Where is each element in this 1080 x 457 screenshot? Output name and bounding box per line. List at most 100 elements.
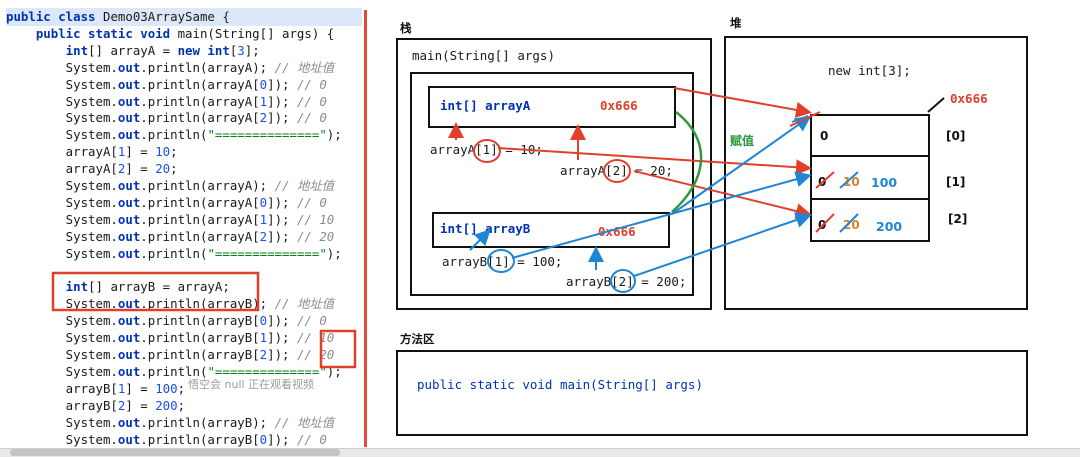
code-token: .println( bbox=[140, 245, 208, 261]
stack-area bbox=[396, 38, 712, 310]
code-token: out bbox=[117, 211, 141, 227]
code-token: 2 bbox=[259, 110, 268, 126]
code-highlight-box bbox=[319, 329, 357, 369]
scrollbar-thumb[interactable] bbox=[10, 449, 340, 456]
blue-strike bbox=[839, 213, 859, 233]
cell-2-value: 200 bbox=[876, 219, 903, 234]
code-token: 0 bbox=[259, 431, 268, 447]
code-token: 0 bbox=[259, 76, 268, 92]
code-token: ]); bbox=[267, 313, 297, 329]
panel-divider bbox=[364, 10, 367, 447]
code-token: out bbox=[117, 127, 141, 143]
code-token: [] arrayA = bbox=[88, 42, 178, 58]
code-token: out bbox=[117, 93, 141, 109]
red-arrow bbox=[673, 87, 812, 118]
code-line: System.out.println(arrayA[0]); // 0 bbox=[6, 76, 327, 94]
blue-strike bbox=[791, 115, 809, 123]
stmt-arrayA-2: arrayA[2] = 20; bbox=[560, 163, 673, 178]
cell-divider bbox=[810, 155, 930, 157]
code-token: public class bbox=[6, 9, 103, 24]
code-token: 1 bbox=[117, 380, 126, 396]
code-token: System. bbox=[6, 59, 118, 75]
code-line: int[] arrayB = arrayA; bbox=[6, 278, 230, 296]
code-token: // 10 bbox=[296, 211, 335, 227]
blue-arrow bbox=[633, 212, 812, 277]
code-line: arrayA[2] = 20; bbox=[6, 160, 178, 178]
code-token: .println(arrayA[ bbox=[140, 211, 260, 227]
viewer-watermark: 悟空会 null 正在观看视频 bbox=[188, 378, 315, 391]
code-token: 2 bbox=[259, 347, 268, 362]
code-token: out bbox=[117, 76, 141, 92]
code-token: // 地址值 bbox=[274, 296, 335, 312]
code-line: System.out.println(arrayA); // 地址值 bbox=[6, 177, 334, 195]
code-token: 1 bbox=[117, 144, 126, 160]
code-token: 100 bbox=[155, 380, 178, 396]
code-token: ] = bbox=[125, 397, 156, 413]
code-token: // 0 bbox=[296, 110, 327, 126]
red-circle bbox=[603, 159, 631, 183]
code-highlight-box bbox=[51, 271, 260, 312]
code-token: "==============" bbox=[207, 363, 327, 379]
code-token: System. bbox=[6, 211, 118, 227]
code-line: System.out.println("=============="); bbox=[6, 363, 342, 381]
code-line: System.out.println(arrayA[1]); // 0 bbox=[6, 93, 327, 111]
code-token: System. bbox=[6, 347, 118, 362]
red-strike bbox=[815, 213, 835, 233]
code-token: .println(arrayA[ bbox=[140, 194, 260, 210]
heap-area bbox=[724, 36, 1028, 310]
code-token: System. bbox=[6, 93, 118, 109]
red-arrow bbox=[497, 147, 812, 176]
code-token: .println(arrayB); bbox=[140, 414, 275, 430]
cell-divider bbox=[810, 198, 930, 200]
code-line: System.out.println(arrayA[2]); // 0 bbox=[6, 109, 327, 127]
code-token: arrayA[ bbox=[6, 161, 118, 177]
code-line: System.out.println(arrayA[0]); // 0 bbox=[6, 194, 327, 212]
code-line: arrayA[1] = 10; bbox=[6, 143, 178, 161]
code-token: new int bbox=[177, 42, 230, 58]
code-token: ]); bbox=[267, 194, 297, 210]
heap-label: 堆 bbox=[730, 16, 742, 30]
cell-0-value: 0 bbox=[820, 129, 829, 143]
arrayA-var-text: int[] arrayA bbox=[440, 98, 531, 113]
code-token: .println(arrayB[ bbox=[140, 431, 260, 447]
code-token: // 20 bbox=[296, 347, 335, 362]
code-token: // 0 bbox=[296, 194, 327, 210]
cell-1-old-value: 10 bbox=[843, 175, 860, 189]
code-token: out bbox=[117, 313, 141, 329]
code-token: .println(arrayA); bbox=[140, 178, 275, 193]
code-token: System. bbox=[6, 296, 118, 312]
code-token: ); bbox=[326, 245, 342, 261]
arrayB-var-text: int[] arrayB bbox=[440, 221, 531, 236]
code-token: out bbox=[117, 194, 141, 210]
code-token: out bbox=[117, 347, 141, 362]
arrayA-address: 0x666 bbox=[600, 98, 638, 113]
code-token: out bbox=[117, 330, 141, 346]
code-token: .println(arrayA[ bbox=[140, 76, 260, 92]
red-circle bbox=[473, 139, 501, 163]
code-token: ; bbox=[177, 397, 186, 413]
code-token: ]); bbox=[267, 228, 297, 244]
code-line: System.out.println(arrayB[0]); // 0 bbox=[6, 312, 327, 330]
code-token: 20 bbox=[155, 161, 171, 177]
code-token: ; bbox=[177, 380, 186, 396]
code-token: ]); bbox=[267, 330, 297, 346]
code-token: System. bbox=[6, 313, 118, 329]
code-line: arrayB[2] = 200; bbox=[6, 397, 185, 415]
code-line: arrayB[1] = 100; bbox=[6, 380, 185, 398]
code-editor[interactable]: public class Demo03ArraySame { public st… bbox=[0, 0, 365, 457]
code-token: .println(arrayB[ bbox=[140, 347, 260, 362]
blue-arrow bbox=[671, 115, 812, 215]
code-line: System.out.println(arrayB[0]); // 0 bbox=[6, 431, 327, 449]
code-token: // 地址值 bbox=[274, 59, 335, 75]
code-token: "==============" bbox=[207, 127, 327, 143]
code-token: ); bbox=[326, 127, 342, 143]
horizontal-scrollbar[interactable] bbox=[0, 448, 1080, 457]
arrayB-address: 0x666 bbox=[598, 224, 636, 239]
code-token: System. bbox=[6, 110, 118, 126]
code-token: out bbox=[117, 431, 141, 447]
cell-2-old-value: 20 bbox=[843, 218, 860, 232]
code-token: ] = bbox=[125, 380, 156, 396]
method-area bbox=[396, 350, 1028, 436]
green-curve bbox=[671, 111, 703, 213]
